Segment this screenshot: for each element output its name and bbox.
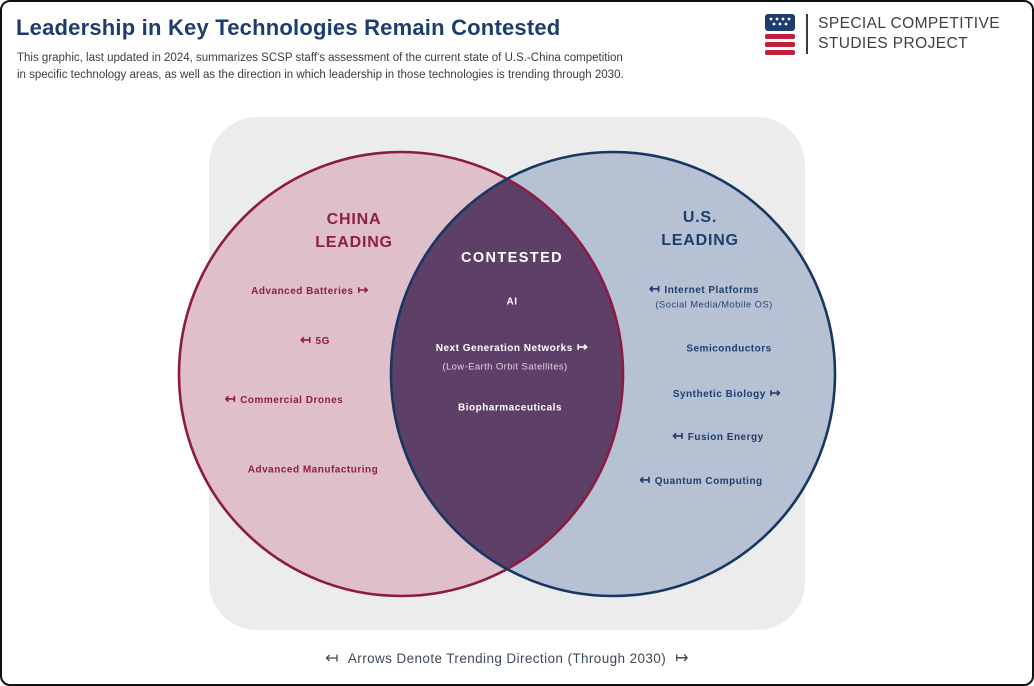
org-name-line-2: STUDIES PROJECT xyxy=(818,35,968,52)
tech-item-semiconductors: Semiconductors xyxy=(686,344,771,355)
legend-text: Arrows Denote Trending Direction (Throug… xyxy=(347,650,667,666)
tech-item-label: AI xyxy=(506,296,518,308)
logo-divider xyxy=(806,14,809,54)
tech-item-sublabel-social-media: (Social Media/Mobile OS) xyxy=(655,299,773,311)
page-title: Leadership in Key Technologies Remain Co… xyxy=(16,15,561,40)
tech-item-label: Quantum Computing xyxy=(654,476,763,487)
tech-item-label: Advanced Batteries xyxy=(251,286,354,297)
tech-item-synthetic-biology: Synthetic Biology↦ xyxy=(673,385,785,401)
tech-item-next-generation-networks: Next Generation Networks↦ xyxy=(436,339,592,355)
trend-left-icon: ↤ xyxy=(224,391,237,406)
tech-item-internet-platforms: ↤Internet Platforms xyxy=(645,281,759,297)
contested-label: CONTESTED xyxy=(460,250,564,266)
tech-item-label: Advanced Manufacturing xyxy=(247,464,379,476)
tech-item-label: Fusion Energy xyxy=(687,432,764,443)
tech-item-advanced-manufacturing: Advanced Manufacturing xyxy=(248,465,378,476)
subtitle-line-1: This graphic, last updated in 2024, summ… xyxy=(17,52,623,64)
trend-left-icon: ↤ xyxy=(325,650,339,667)
trend-right-icon: ↦ xyxy=(769,385,782,400)
contested-overlap xyxy=(391,152,623,596)
tech-item-label: Commercial Drones xyxy=(240,395,344,406)
venn-diagram xyxy=(177,150,837,598)
tech-item-label: Biopharmaceuticals xyxy=(457,402,563,414)
org-name-line-1: SPECIAL COMPETITIVE xyxy=(818,15,1000,32)
tech-item-label: Next Generation Networks xyxy=(435,343,573,354)
tech-item-label: Internet Platforms xyxy=(664,285,759,296)
trend-right-icon: ↦ xyxy=(576,339,589,354)
trend-right-icon: ↦ xyxy=(357,282,369,297)
trend-left-icon: ↤ xyxy=(649,281,661,296)
tech-item-sublabel-leo-satellites: (Low-Earth Orbit Satellites) xyxy=(442,361,568,373)
tech-item-label: Synthetic Biology xyxy=(672,389,766,400)
china-leading-label: CHINA LEADING xyxy=(315,211,393,251)
tech-item-commercial-drones: ↤Commercial Drones xyxy=(221,391,343,407)
us-circle-outline xyxy=(389,150,837,598)
trend-left-icon: ↤ xyxy=(639,472,651,487)
tech-item-advanced-batteries: Advanced Batteries↦ xyxy=(251,282,373,298)
page-subtitle: This graphic, last updated in 2024, summ… xyxy=(17,50,624,84)
trend-left-icon: ↤ xyxy=(672,428,684,443)
us-leading-label: U.S. LEADING xyxy=(661,209,739,249)
trend-right-icon: ↦ xyxy=(675,650,689,667)
tech-item-ai: AI xyxy=(507,297,518,308)
subtitle-line-2: in specific technology areas, as well as… xyxy=(17,69,624,81)
org-name: SPECIAL COMPETITIVE STUDIES PROJECT xyxy=(818,14,1000,54)
flag-icon xyxy=(765,14,796,55)
tech-item-label: 5G xyxy=(315,336,330,347)
china-circle-outline xyxy=(177,150,625,598)
tech-item-biopharmaceuticals: Biopharmaceuticals xyxy=(458,403,562,414)
trend-left-icon: ↤ xyxy=(300,332,312,347)
scsp-logo: SPECIAL COMPETITIVE STUDIES PROJECT xyxy=(764,13,1000,55)
tech-item-label: Semiconductors xyxy=(686,343,772,355)
legend: ↤ Arrows Denote Trending Direction (Thro… xyxy=(316,648,698,668)
tech-item-quantum-computing: ↤Quantum Computing xyxy=(635,472,762,488)
tech-item-5g: ↤5G xyxy=(296,332,330,348)
tech-item-fusion-energy: ↤Fusion Energy xyxy=(668,428,763,444)
